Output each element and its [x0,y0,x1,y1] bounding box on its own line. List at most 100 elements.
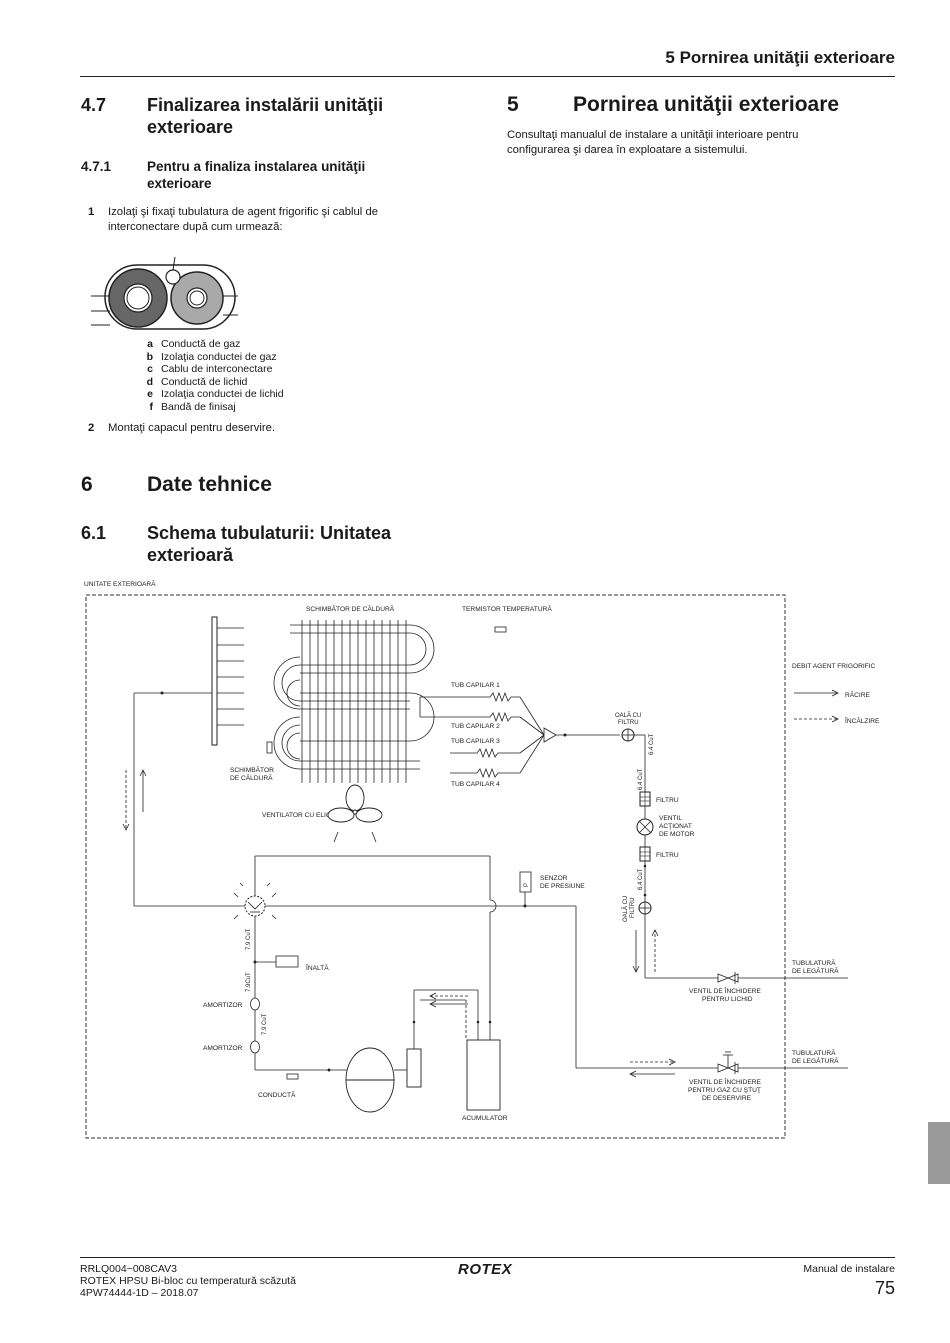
fan-label: VENTILATOR CU ELICE [262,812,336,819]
section-5-body: Consultaţi manualul de instalare a unită… [507,128,896,158]
rotex-logo: ROTEX [458,1261,513,1278]
section-4-7-title-line2: exterioare [147,117,234,137]
hx-coil [273,624,435,770]
size-64-c: 6.4 CuT [638,868,644,890]
running-header: 5 Pornirea unităţii exterioare [665,48,895,67]
footer-doc: 4PW74444-1D – 2018.07 [80,1287,199,1299]
step-1-number: 1 [88,206,95,218]
tub4-label: TUB CAPILAR 4 [451,781,500,788]
chapter-tab [928,1122,950,1184]
footer-rule [80,1257,895,1258]
pressure-label-2: DE PRESIUNE [540,883,585,890]
section-4-7-number: 4.7 [81,95,107,115]
step-1-line2: interconectare după cum urmează: [108,221,283,233]
footer-manual: Manual de instalare [803,1263,895,1275]
size-79-b: 7.9CuT [246,972,252,992]
section-4-7-title: Finalizarea instalării unităţii exterioa… [147,94,383,138]
stop-gas-label-1: VENTIL DE ÎNCHIDERE [689,1077,762,1086]
accumulator [466,1039,501,1111]
section-5-body-line2: configurarea şi darea în exploatare a si… [507,144,748,156]
step-2-number: 2 [88,422,95,434]
section-6-title: Date tehnice [147,473,272,496]
valve-label-3: DE MOTOR [659,831,695,838]
piping-diagram: UNITATE EXTERIOARĂ [84,579,880,1139]
section-4-7-1-number: 4.7.1 [81,159,112,174]
size-64-b: 6.4 CuT [638,768,644,790]
step-1-line1: Izolaţi şi fixaţi tubulatura de agent fr… [108,206,379,218]
thermistor-label: TERMISTOR TEMPERATURĂ [462,604,552,613]
step-2-text: Montaţi capacul pentru deservire. [108,422,276,434]
damper-2 [250,1040,260,1054]
conn2-label-1: TUBULATURĂ [792,1048,836,1057]
filter-1-label: FILTRU [656,797,679,804]
accumulator-label: ACUMULATOR [462,1115,508,1122]
footer-product: ROTEX HPSU Bi-bloc cu temperatură scăzut… [80,1275,296,1287]
pipe-label: CONDUCTĂ [258,1090,296,1099]
hx-left-label-1: SCHIMBĂTOR [230,765,274,774]
size-64-a: 6.4 CuT [649,733,655,755]
filter-2-label: FILTRU [656,852,679,859]
compressor [345,1047,395,1113]
high-label: ÎNALTĂ [305,963,329,972]
four-way-valve [244,895,266,917]
conn1-label-1: TUBULATURĂ [792,958,836,967]
stop-gas-label-3: DE DESERVIRE [702,1095,752,1102]
section-4-7-1-title-line2: exterioare [147,176,212,191]
strainer-bot-label-2: FILTRU [630,897,636,918]
strainer-top-label-1: OALĂ CU [615,712,641,719]
section-4-7-1-title: Pentru a finaliza instalarea unităţii ex… [147,158,365,192]
section-6-1-title-line2: exterioară [147,545,234,565]
section-6-number: 6 [81,473,93,496]
stop-valve-liquid [717,973,739,983]
valve-label-1: VENTIL [659,815,682,822]
damper-1 [250,997,260,1011]
hx-header [211,616,218,746]
section-5-body-line1: Consultaţi manualul de instalare a unită… [507,129,799,141]
pipe-thermistor [286,1073,299,1080]
section-5-number: 5 [507,93,519,116]
tub2-label: TUB CAPILAR 2 [451,723,500,730]
thermistor-hx [266,741,273,754]
footer-model: RRLQ004~008CAV3 [80,1263,177,1275]
section-4-7-1-title-line1: Pentru a finaliza instalarea unităţii [147,159,366,174]
fan-icon [327,784,383,823]
footer-left: RRLQ004~008CAV3 ROTEX HPSU Bi-bloc cu te… [80,1263,296,1299]
damper-2-label: AMORTIZOR [203,1045,243,1052]
hx-top-label: SCHIMBĂTOR DE CĂLDURĂ [306,604,395,613]
unit-label: UNITATE EXTERIOARĂ [84,579,156,588]
compressor-muffler [406,1048,422,1088]
size-79-c: 7.9 CuT [262,1013,268,1035]
section-5-title: Pornirea unităţii exterioare [573,93,840,116]
valve-label-2: ACŢIONAT [659,823,692,830]
strainer-bot-label-1: OALĂ CU [622,896,629,922]
pressure-p: P [524,883,530,887]
conn1-label-2: DE LEGĂTURĂ [792,966,839,975]
pressure-label-1: SENZOR [540,875,568,882]
unit-boundary [85,594,786,1139]
header-rule [80,76,895,77]
stop-liquid-label-2: PENTRU LICHID [702,996,753,1003]
section-6-1-number: 6.1 [81,523,107,543]
stop-gas-label-2: PENTRU GAZ CU ŞTUŢ [688,1087,761,1094]
pipe-insulation-figure [91,256,238,330]
page-number: 75 [874,1278,895,1298]
hx-left-label-2: DE CĂLDURĂ [230,773,273,782]
flow-legend-title: DEBIT AGENT FRIGORIFIC [792,663,876,670]
tub1-label: TUB CAPILAR 1 [451,682,500,689]
cooling-label: RĂCIRE [845,690,871,699]
hx-fins [301,620,407,783]
thermistor-symbol [494,626,507,633]
section-6-1-title: Schema tubulaturii: Unitatea exterioară [147,522,391,566]
size-79-a: 7.9 CuT [246,928,252,950]
stop-liquid-label-1: VENTIL DE ÎNCHIDERE [689,986,762,995]
step-1-text: Izolaţi şi fixaţi tubulatura de agent fr… [108,205,470,235]
pressure-sensor [519,871,532,893]
conn2-label-2: DE LEGĂTURĂ [792,1056,839,1065]
